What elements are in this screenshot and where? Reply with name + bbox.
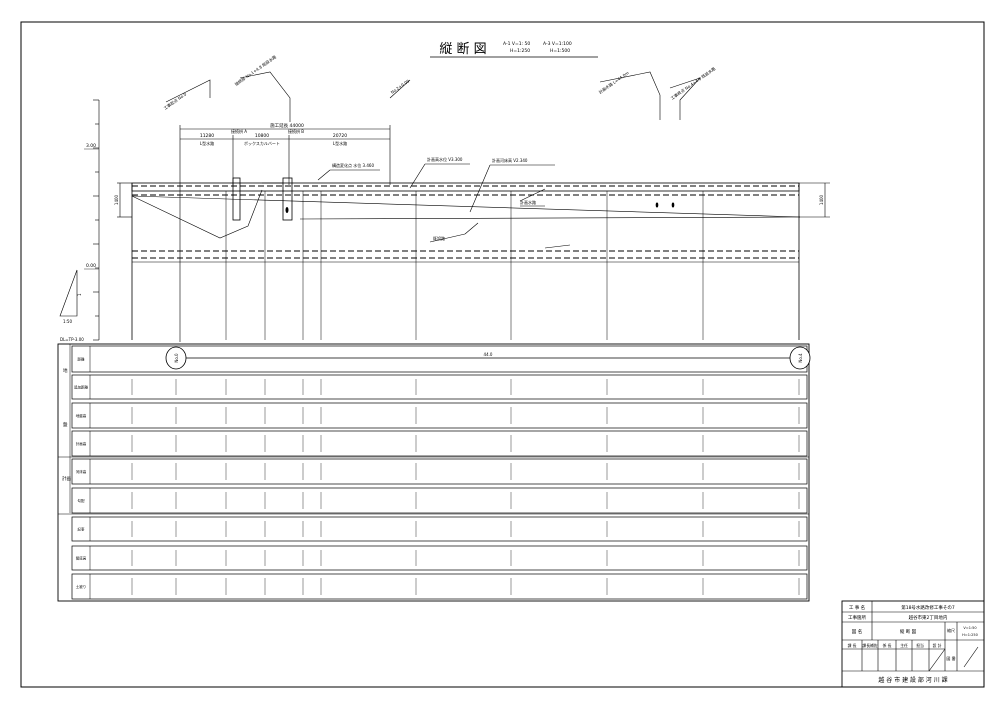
profile-body	[131, 177, 801, 340]
slope-triangle	[59, 269, 78, 317]
dim-seg-3: 20720	[333, 133, 347, 139]
leader-label-no2: No.2+0.00	[390, 78, 411, 95]
table-row	[71, 374, 808, 400]
row-group-label-2: 盤	[63, 421, 68, 428]
tb-col-6: 設 計	[933, 643, 942, 648]
title-block	[841, 600, 985, 688]
dim-seg-2: 10800	[255, 133, 269, 139]
node-start-circle	[165, 346, 187, 370]
table-row	[71, 458, 808, 485]
struct-label-a: 接続枡 A	[231, 128, 247, 134]
table-row-label: 河床高	[76, 469, 87, 474]
drawing-title: 縦 断 図	[439, 42, 486, 57]
table-row	[71, 430, 808, 457]
tb-scale-h: H=1:250	[962, 633, 978, 637]
outlet-mark-b	[655, 202, 659, 208]
table-row-label: 管底高	[76, 556, 87, 561]
node-start-label: No.0	[174, 353, 179, 363]
table-row-label: 勾配	[78, 498, 85, 503]
table-row	[71, 545, 808, 571]
table-frame	[57, 343, 810, 602]
leader-lines	[165, 71, 701, 249]
tb-label-drawing: 図 名	[852, 628, 862, 635]
dim-total: 施工延長 44000	[270, 122, 304, 129]
scale-note-3: H=1:250	[510, 48, 530, 54]
dim-note-1: L型水路	[200, 140, 214, 146]
tb-value-drawing: 縦 断 図	[900, 628, 917, 635]
table-row	[71, 573, 808, 600]
level-label-upper: 3.00	[86, 143, 96, 149]
scale-note-1: A-1 V=1: 50	[503, 41, 530, 47]
node-end-label: No.4	[798, 353, 803, 363]
tb-scale-v: V=1:50	[963, 626, 976, 630]
dimension-lines	[179, 125, 391, 342]
leader-label-hwl: 計画高水位 V3.300	[427, 156, 463, 162]
row-group-label-1: 地	[63, 367, 68, 374]
tb-scale-label: 縮尺	[947, 627, 955, 633]
outlet-mark-a	[285, 207, 289, 213]
outlet-mark-c	[671, 202, 675, 208]
level-ruler	[93, 99, 100, 341]
tb-value-project: 第18号水路改修工事その7	[901, 604, 955, 611]
row-group-label-3: 計画	[62, 475, 71, 482]
tb-org: 越 谷 市 建 設 部 河 川 課	[878, 676, 947, 684]
leader-label-joint: 接続部 No.1+4.8 既設水路	[233, 54, 277, 87]
tb-col-5: 担当	[916, 643, 924, 648]
table-row-label: 土被り	[76, 584, 87, 589]
table-row-label: 追加距離	[74, 385, 88, 390]
distance-value: 44.0	[484, 352, 493, 357]
tb-sheet-label: 図 番	[946, 655, 955, 661]
tb-col-4: 主任	[900, 643, 908, 648]
leader-label-struct: 構造変化点 水位 3.460	[332, 162, 374, 168]
leader-label-start: 工事起点 No.0	[162, 90, 187, 110]
tb-col-3: 係 長	[883, 643, 892, 648]
leader-label-bed: 計画河床高 V2.340	[492, 157, 528, 163]
tb-label-project: 工 事 名	[849, 604, 865, 611]
node-end-circle	[789, 346, 811, 370]
slope-vertical-label: 1	[77, 293, 82, 296]
table-row-label: 記事	[78, 527, 85, 532]
tb-value-site: 越谷市東2丁目地内	[909, 614, 948, 621]
dim-seg-1: 11280	[200, 133, 214, 139]
height-dim-right: 1400	[819, 194, 824, 205]
dim-note-2: ボックスカルバート	[244, 140, 280, 146]
scale-note-4: H=1:500	[550, 48, 570, 54]
scale-note-2: A-3 V=1:100	[543, 41, 572, 47]
sheet-border	[20, 21, 985, 688]
table-row-label: 距離	[78, 357, 85, 362]
table-row-label: 地盤高	[76, 413, 87, 418]
table-row	[71, 487, 808, 514]
tb-label-site: 工事箇所	[848, 614, 866, 621]
height-dim-left: 1400	[114, 194, 119, 205]
dim-note-3: L型水路	[333, 140, 347, 146]
water-label-existing: 既設路	[433, 235, 445, 241]
datum-label: DL=TP-3.00	[60, 337, 84, 342]
water-label-plan: 計画水路	[520, 199, 536, 205]
table-row	[71, 516, 808, 542]
height-dimensions	[117, 182, 830, 218]
level-label-lower: 0.00	[86, 263, 96, 269]
table-row	[71, 402, 808, 429]
leader-label-plan: 計画水路 L=44.0m	[597, 69, 630, 94]
tb-col-1: 課 長	[848, 643, 857, 648]
slope-label: 1:50	[63, 319, 72, 324]
leader-label-end: 工事終点 No.4+4.0 既設水路	[669, 65, 716, 101]
table-row-label: 計画高	[76, 441, 87, 446]
tb-col-2: 課長補佐	[862, 643, 877, 648]
struct-label-b: 接続枡 B	[288, 128, 304, 134]
